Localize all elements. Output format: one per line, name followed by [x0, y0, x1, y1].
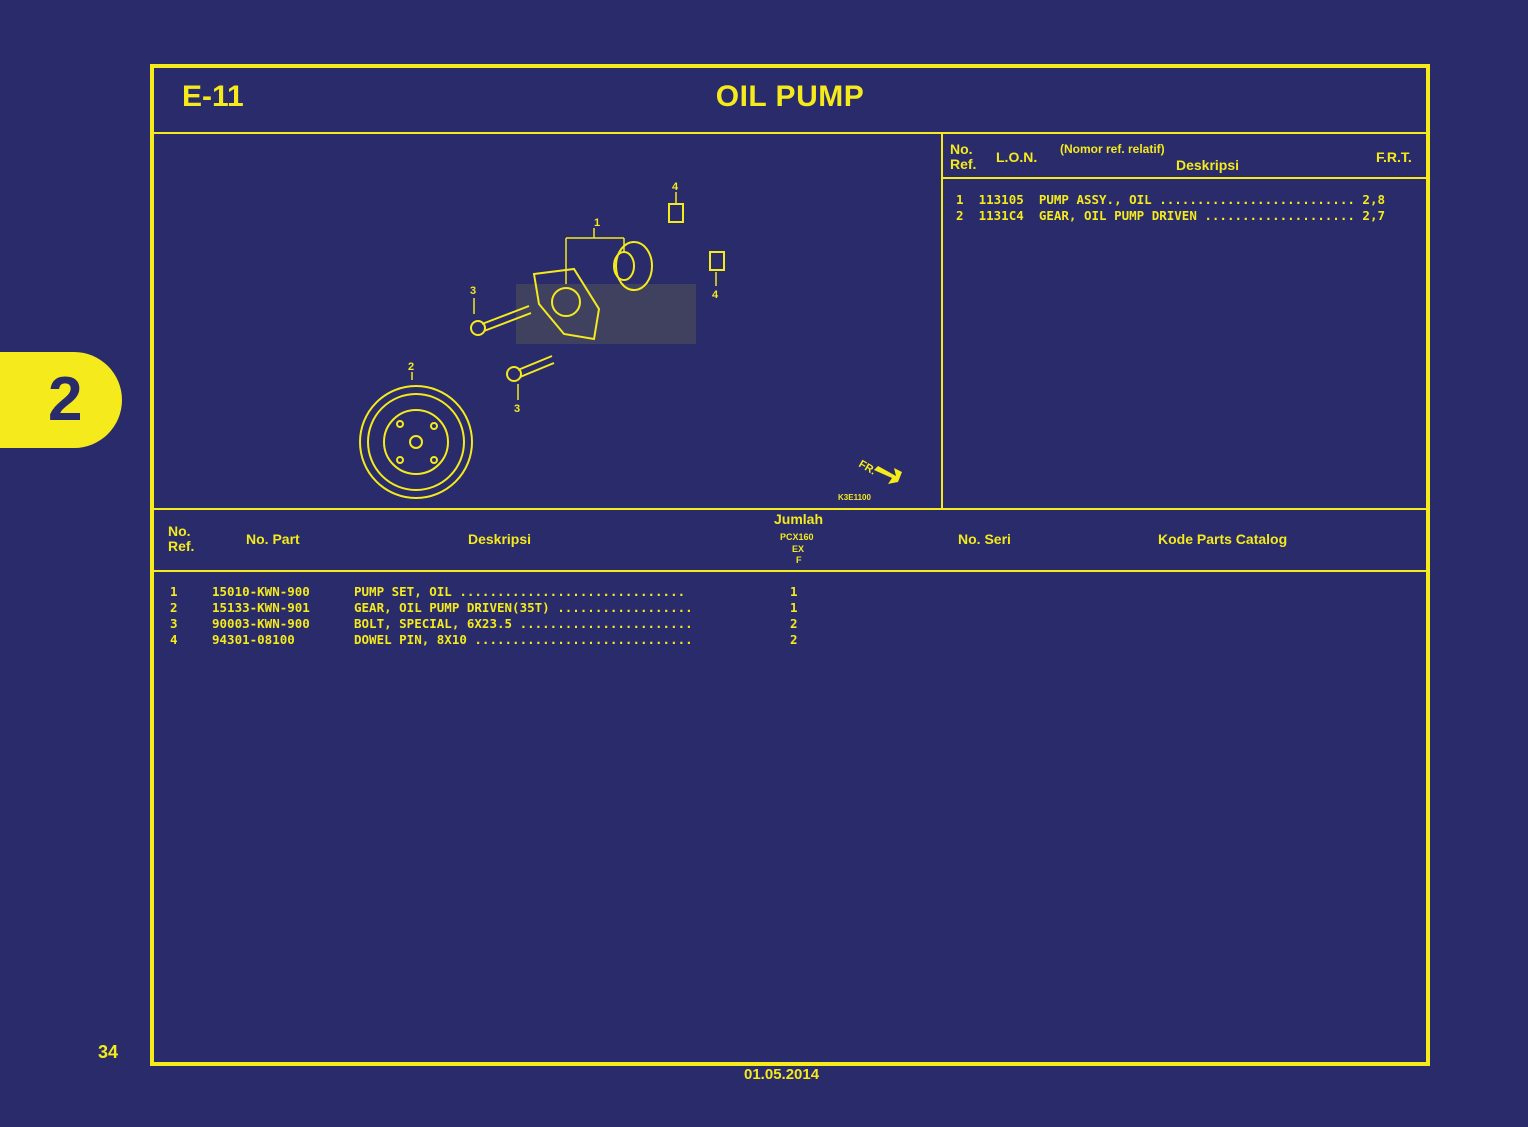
- ref-header-note: (Nomor ref. relatif): [1060, 142, 1165, 156]
- date-label: 01.05.2014: [744, 1066, 820, 1083]
- ref-header-no: No. Ref.: [950, 141, 977, 172]
- arrow-icon: [874, 466, 902, 484]
- parts-header-no: No. Ref.: [168, 523, 195, 554]
- section-code: E-11: [182, 80, 244, 113]
- page-title: OIL PUMP: [715, 80, 865, 113]
- page-number: 34: [98, 1042, 119, 1062]
- parts-header-sub1: EX: [792, 544, 805, 554]
- callout-1: 1: [594, 217, 600, 229]
- divider: [154, 508, 1426, 510]
- parts-header-desc: Deskripsi: [468, 531, 532, 547]
- ref-header-desc: Deskripsi: [1176, 157, 1240, 173]
- section-tab-number: 2: [48, 365, 83, 434]
- pump-body-shape: [532, 267, 601, 341]
- parts-header-seri: No. Seri: [958, 531, 1011, 547]
- parts-header-sub2: F: [796, 555, 802, 565]
- ref-header-frt: F.R.T.: [1376, 149, 1412, 165]
- callout-3: 3: [514, 403, 520, 415]
- parts-header-jumlah: Jumlah: [774, 511, 824, 527]
- callout-2: 2: [408, 361, 414, 373]
- figure-code: K3E1100: [838, 493, 871, 502]
- ref-row: 2 1131C4 GEAR, OIL PUMP DRIVEN .........…: [956, 208, 1385, 223]
- parts-header-model: PCX160: [780, 532, 814, 542]
- parts-header-part: No. Part: [246, 531, 300, 547]
- section-tab: 2: [0, 352, 122, 448]
- divider: [154, 132, 1426, 134]
- divider: [941, 177, 1426, 179]
- fr-label: FR.: [857, 458, 878, 477]
- divider: [154, 570, 1426, 572]
- callout-3: 3: [470, 285, 476, 297]
- ref-header-lon: L.O.N.: [996, 149, 1038, 165]
- parts-header-kode: Kode Parts Catalog: [1158, 531, 1288, 547]
- divider: [941, 132, 943, 508]
- callout-4: 4: [672, 181, 679, 193]
- ref-row: 1 113105 PUMP ASSY., OIL ...............…: [956, 192, 1385, 207]
- parts-frame: E-11 OIL PUMP No. Ref. L.O.N. (Nomor ref…: [150, 64, 1430, 1066]
- driven-gear-shape: [359, 385, 473, 499]
- exploded-diagram: 1 2 3 3 4 4 FR. K3E1100: [359, 181, 902, 502]
- callout-4: 4: [712, 289, 719, 301]
